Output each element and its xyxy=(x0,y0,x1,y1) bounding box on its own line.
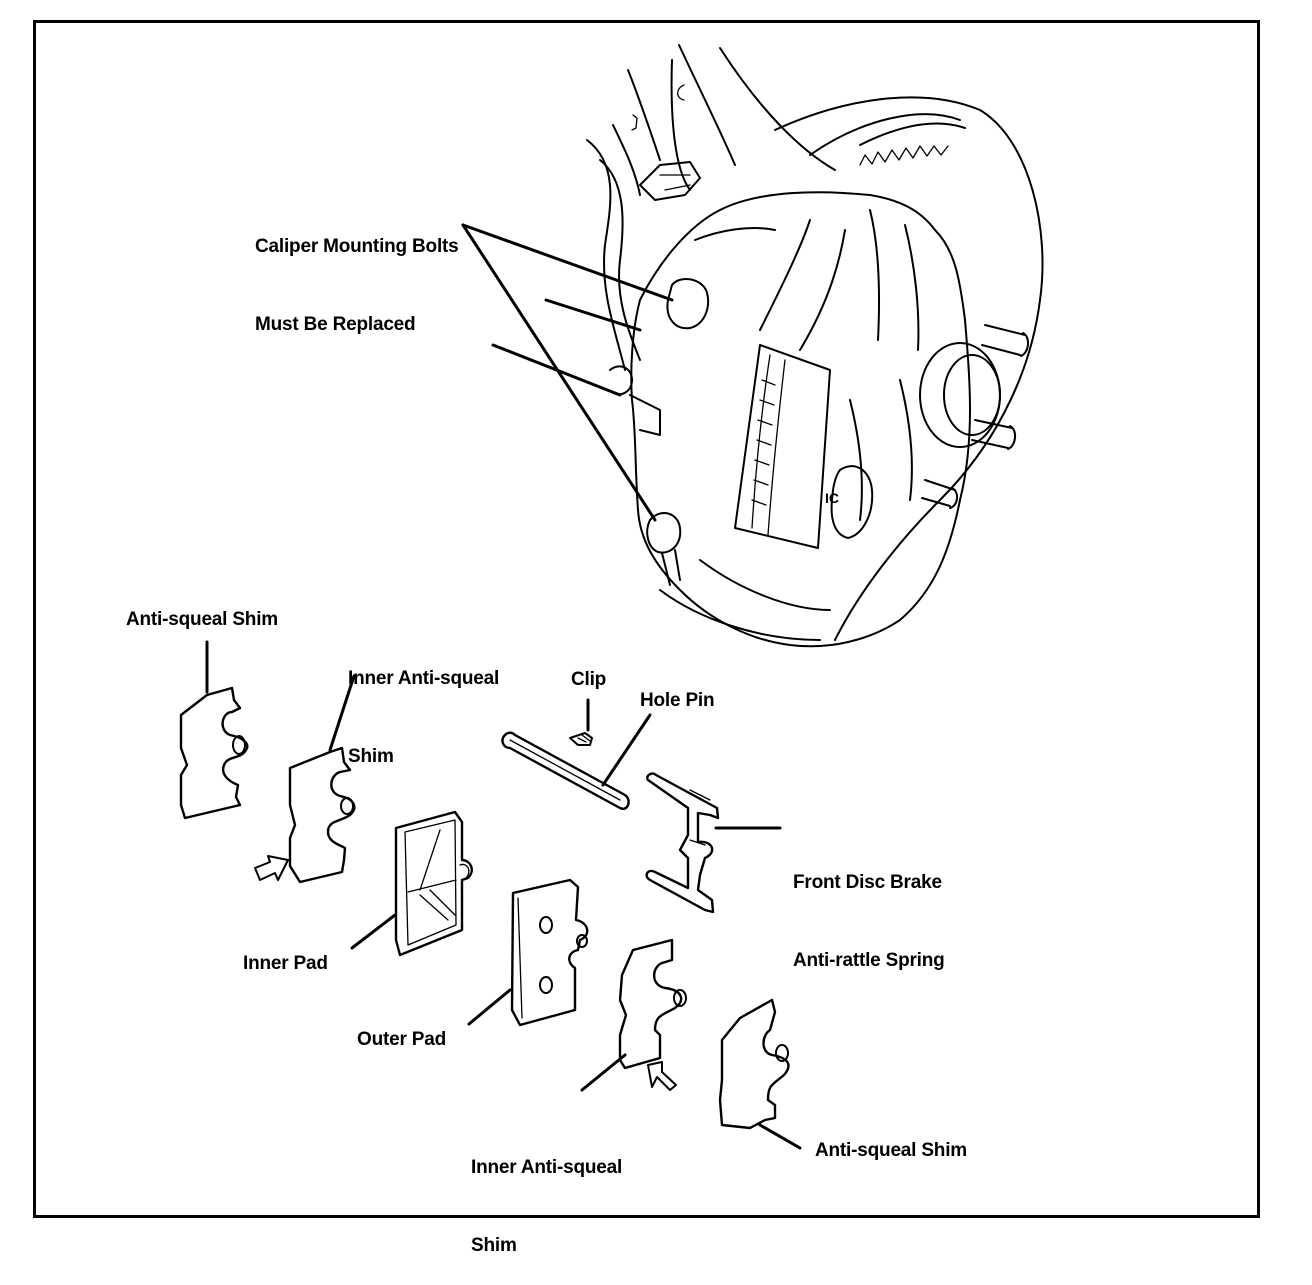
callout-inner-anti-squeal-shim-top: Inner Anti-squeal Shim xyxy=(348,614,499,796)
push-arrow-icon-lower xyxy=(647,1061,677,1091)
caliper-mounting-bolt-upper xyxy=(666,278,710,330)
inner-anti-squeal-shim-outer-side xyxy=(618,938,687,1070)
inner-anti-squeal-shim-inner-side xyxy=(288,746,356,884)
callout-inner-pad: Inner Pad xyxy=(243,953,328,974)
anti-rattle-spring xyxy=(645,772,720,914)
callout-anti-squeal-shim-top: Anti-squeal Shim xyxy=(126,609,278,630)
anti-squeal-shim-inner-side xyxy=(179,686,249,820)
callout-inner-anti-squeal-shim-bottom: Inner Anti-squeal Shim xyxy=(471,1103,622,1285)
inner-pad xyxy=(394,810,473,957)
outer-pad xyxy=(510,878,589,1027)
svg-text:IC: IC xyxy=(825,490,839,506)
callout-inner-anti-squeal-shim-top-line2: Shim xyxy=(348,746,394,767)
diagram-frame xyxy=(33,20,1260,1218)
brake-exploded-view: IC xyxy=(179,44,1044,1150)
callout-hole-pin: Hole Pin xyxy=(640,690,715,711)
callout-inner-anti-squeal-shim-top-line1: Inner Anti-squeal xyxy=(348,668,500,689)
callout-anti-rattle-spring-line1: Front Disc Brake xyxy=(793,872,942,893)
anti-squeal-shim-outer-side xyxy=(718,998,790,1130)
callout-inner-anti-squeal-shim-bottom-line2: Shim xyxy=(471,1235,517,1256)
callout-anti-squeal-shim-bottom: Anti-squeal Shim xyxy=(815,1140,967,1161)
clip xyxy=(569,732,593,746)
push-arrow-icon xyxy=(254,855,289,881)
caliper-assembly: IC xyxy=(586,44,1044,648)
hole-pin xyxy=(501,731,630,810)
callout-inner-anti-squeal-shim-bottom-line1: Inner Anti-squeal xyxy=(471,1157,623,1178)
callout-anti-rattle-spring-line2: Anti-rattle Spring xyxy=(793,950,945,971)
callout-caliper-bolts-line1: Caliper Mounting Bolts xyxy=(255,236,459,257)
callout-anti-rattle-spring: Front Disc Brake Anti-rattle Spring xyxy=(793,818,945,1000)
callout-outer-pad: Outer Pad xyxy=(357,1029,446,1050)
callout-caliper-bolts-line2: Must Be Replaced xyxy=(255,314,416,335)
callout-clip: Clip xyxy=(571,669,607,690)
caliper-mounting-bolt-lower xyxy=(646,512,682,554)
callout-caliper-bolts: Caliper Mounting Bolts Must Be Replaced xyxy=(255,182,459,364)
